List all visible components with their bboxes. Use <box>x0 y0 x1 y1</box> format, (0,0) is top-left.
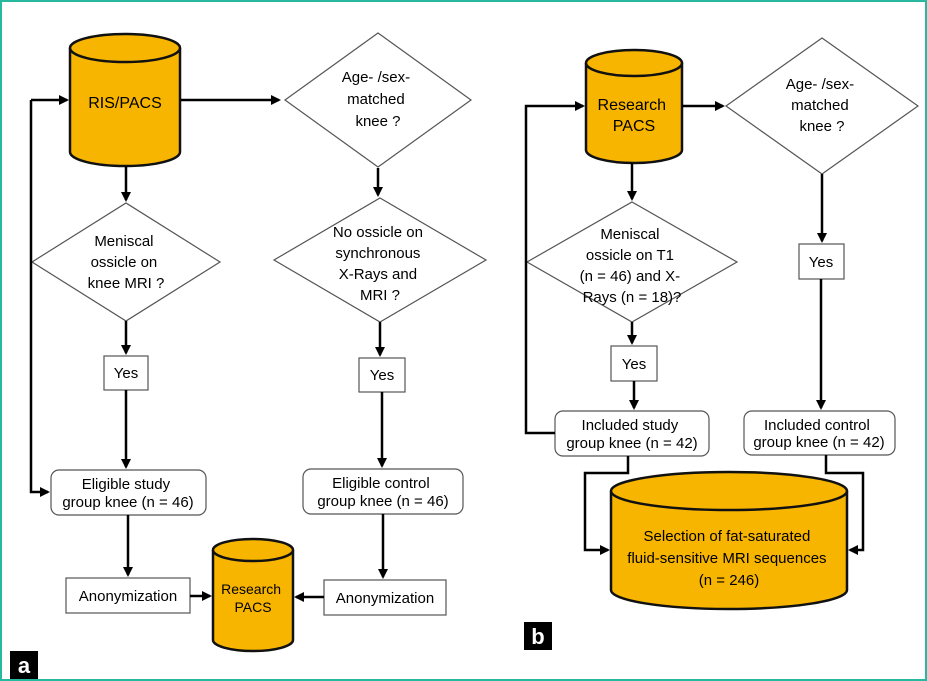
svg-text:Included control group k: Included control group knee (n = 42) <box>753 417 884 451</box>
svg-text:Age- /sex- matched: Age- /sex- matched knee ? <box>342 69 415 130</box>
selection-line1: Selection of fat-saturated <box>644 528 811 545</box>
no-ossicle-line3: X-Rays and <box>339 266 417 283</box>
panel-a-connectors <box>29 95 388 602</box>
no-ossicle-line2: synchronous <box>335 245 420 262</box>
meniscal-q-a-line2: ossicle on <box>91 254 158 271</box>
panel-b-connectors <box>524 101 865 555</box>
yes-b-right-label: Yes <box>809 254 833 271</box>
svg-text:Meniscal ossicle on T1: Meniscal ossicle on T1 (n = 46) and X- R… <box>580 226 685 306</box>
research-pacs-database-b: Research PACS <box>584 48 684 165</box>
svg-text:Selection of fat-saturated: Selection of fat-saturated fluid-sensiti… <box>627 528 830 589</box>
research-pacs-a-line2: PACS <box>234 599 271 615</box>
eligible-study-line2: group knee (n = 46) <box>62 494 193 511</box>
no-ossicle-line1: No ossicle on <box>333 224 423 241</box>
eligible-control-box: Eligible control group knee (n = 46) <box>302 468 464 515</box>
ris-pacs-database: RIS/PACS <box>68 32 182 168</box>
included-control-line1: Included control <box>764 417 870 434</box>
svg-text:Research PACS: Research PACS <box>221 581 285 615</box>
selection-database: Selection of fat-saturated fluid-sensiti… <box>609 470 849 611</box>
included-study-line1: Included study <box>582 417 679 434</box>
anonymization-box-right: Anonymization <box>323 579 447 616</box>
age-sex-matched-decision-b: Age- /sex- matched knee ? <box>724 37 920 175</box>
research-pacs-a-line1: Research <box>221 581 281 597</box>
included-study-box: Included study group knee (n = 42) <box>554 410 710 457</box>
eligible-control-line2: group knee (n = 46) <box>317 493 448 510</box>
research-pacs-b-line2: PACS <box>613 118 655 135</box>
anon-right-label: Anonymization <box>336 590 434 607</box>
selection-line3: (n = 246) <box>699 572 759 589</box>
yes-box-b-left: Yes <box>610 345 658 382</box>
included-study-line2: group knee (n = 42) <box>566 435 697 452</box>
no-ossicle-decision-a: No ossicle on synchronous X-Rays and MRI… <box>272 197 488 323</box>
research-pacs-database-a: Research PACS <box>211 537 295 653</box>
svg-text:Eligible study group kne: Eligible study group knee (n = 46) <box>62 476 193 511</box>
panel-label-b-text: b <box>531 624 544 649</box>
eligible-study-line1: Eligible study <box>82 476 171 493</box>
svg-text:Meniscal ossicle on: Meniscal ossicle on knee MRI ? <box>88 233 165 292</box>
yes-box-a-left: Yes <box>103 355 149 391</box>
svg-text:Eligible control group k: Eligible control group knee (n = 46) <box>317 475 448 510</box>
meniscal-ossicle-decision-b: Meniscal ossicle on T1 (n = 46) and X- R… <box>525 201 739 323</box>
yes-a-left-label: Yes <box>114 365 138 382</box>
svg-text:Research PACS: Research PACS <box>598 97 671 135</box>
no-ossicle-line4: MRI ? <box>360 287 400 304</box>
panel-label-a-text: a <box>18 653 31 678</box>
yes-b-left-label: Yes <box>622 356 646 373</box>
matched-q-a-line3: knee ? <box>355 113 400 130</box>
matched-q-b-line2: matched <box>791 97 849 114</box>
yes-a-right-label: Yes <box>370 367 394 384</box>
included-control-box: Included control group knee (n = 42) <box>743 410 896 456</box>
ris-pacs-label: RIS/PACS <box>88 95 162 112</box>
selection-line2: fluid-sensitive MRI sequences <box>627 550 826 567</box>
meniscal-q-b-line3: (n = 46) and X- <box>580 268 680 285</box>
matched-q-a-line2: matched <box>347 91 405 108</box>
matched-q-b-line3: knee ? <box>799 118 844 135</box>
svg-text:Age- /sex- matched: Age- /sex- matched knee ? <box>786 76 859 135</box>
meniscal-ossicle-decision-a: Meniscal ossicle on knee MRI ? <box>30 202 222 322</box>
panel-label-a: a <box>10 651 38 679</box>
anonymization-box-left: Anonymization <box>65 577 191 614</box>
meniscal-q-b-line2: ossicle on T1 <box>586 247 674 264</box>
yes-box-b-right: Yes <box>798 243 845 280</box>
anon-left-label: Anonymization <box>79 588 177 605</box>
meniscal-q-a-line1: Meniscal <box>94 233 153 250</box>
panel-label-b: b <box>524 622 552 650</box>
svg-text:No ossicle on synchronou: No ossicle on synchronous X-Rays and MRI… <box>333 224 427 304</box>
included-control-line2: group knee (n = 42) <box>753 434 884 451</box>
meniscal-q-b-line4: Rays (n = 18)? <box>583 289 682 306</box>
eligible-study-box: Eligible study group knee (n = 46) <box>50 469 207 516</box>
research-pacs-b-line1: Research <box>598 97 666 114</box>
meniscal-q-b-line1: Meniscal <box>600 226 659 243</box>
svg-text:Included study group kne: Included study group knee (n = 42) <box>566 417 697 452</box>
meniscal-q-a-line3: knee MRI ? <box>88 275 165 292</box>
yes-box-a-right: Yes <box>358 357 406 393</box>
age-sex-matched-decision-a: Age- /sex- matched knee ? <box>283 32 473 168</box>
matched-q-a-line1: Age- /sex- <box>342 69 410 86</box>
eligible-control-line1: Eligible control <box>332 475 430 492</box>
matched-q-b-line1: Age- /sex- <box>786 76 854 93</box>
